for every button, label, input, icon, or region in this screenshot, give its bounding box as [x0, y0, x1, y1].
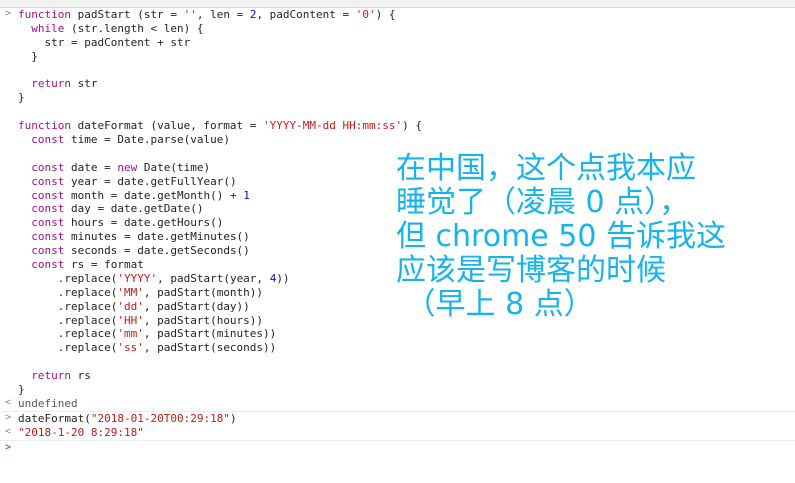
- code-line: }: [18, 91, 25, 105]
- annotation-line: 但 chrome 50 告诉我这: [396, 219, 726, 254]
- code-line: return rs: [31, 369, 91, 383]
- code-line: .replace('MM', padStart(month)): [18, 285, 264, 299]
- code-line: function padStart (str = '', len = 2, pa…: [18, 8, 396, 21]
- code-line: const day = date.getDate(): [31, 202, 204, 216]
- input-prompt-icon: >: [5, 411, 12, 423]
- console-prompt-line[interactable]: >: [0, 439, 795, 461]
- code-line: }: [18, 49, 38, 63]
- result-date-string: "2018-1-20 8:29:18": [18, 425, 144, 439]
- date-format-call: dateFormat("2018-01-20T00:29:18"): [18, 411, 237, 425]
- code-line: const seconds = date.getSeconds(): [31, 244, 250, 258]
- code-line: function dateFormat (value, format = 'YY…: [18, 119, 422, 133]
- code-line: }: [18, 383, 25, 397]
- console-output-entry: < undefined: [0, 397, 795, 411]
- output-prompt-icon: <: [5, 396, 12, 408]
- annotation-line: （早上 8 点）: [396, 287, 594, 322]
- devtools-toolbar: [0, 0, 795, 8]
- console-input-entry: > function padStart (str = '', len = 2, …: [0, 8, 795, 397]
- code-line: const date = new Date(time): [31, 160, 211, 174]
- code-line: .replace('dd', padStart(day)): [18, 299, 250, 313]
- code-line: const year = date.getFullYear(): [31, 174, 237, 188]
- code-block: function padStart (str = '', len = 2, pa…: [0, 8, 795, 397]
- code-line: .replace('ss', padStart(seconds)): [18, 341, 277, 355]
- annotation-text: 在中国，这个点我本应睡觉了（凌晨 0 点），但 chrome 50 告诉我这应该…: [396, 152, 795, 322]
- code-line: while (str.length < len) {: [31, 21, 204, 35]
- code-line: .replace('YYYY', padStart(year, 4)): [18, 271, 290, 285]
- code-line: [0, 355, 795, 369]
- annotation-line: 在中国，这个点我本应: [396, 151, 696, 186]
- console-input-entry: > dateFormat("2018-01-20T00:29:18"): [0, 410, 795, 426]
- console-output-entry: < "2018-1-20 8:29:18": [0, 426, 795, 440]
- annotation-line: 应该是写博客的时候: [396, 253, 666, 288]
- code-line: const month = date.getMonth() + 1: [31, 188, 250, 202]
- code-line: const hours = date.getHours(): [31, 216, 224, 230]
- code-line: const rs = format: [31, 258, 144, 272]
- code-line: str = padContent + str: [18, 35, 191, 49]
- code-line: return str: [31, 77, 98, 91]
- output-prompt-icon: <: [5, 425, 12, 437]
- code-line: const minutes = date.getMinutes(): [31, 230, 250, 244]
- code-line: .replace('HH', padStart(hours)): [18, 313, 264, 327]
- result-undefined: undefined: [18, 396, 78, 410]
- active-prompt-icon: >: [5, 441, 12, 453]
- code-line: [0, 64, 795, 78]
- code-line: .replace('mm', padStart(minutes)): [18, 327, 277, 341]
- code-line: const time = Date.parse(value): [31, 133, 230, 147]
- input-prompt-icon: >: [5, 8, 12, 19]
- console-panel: > function padStart (str = '', len = 2, …: [0, 8, 795, 461]
- annotation-line: 睡觉了（凌晨 0 点），: [396, 185, 690, 220]
- code-line: [0, 105, 795, 119]
